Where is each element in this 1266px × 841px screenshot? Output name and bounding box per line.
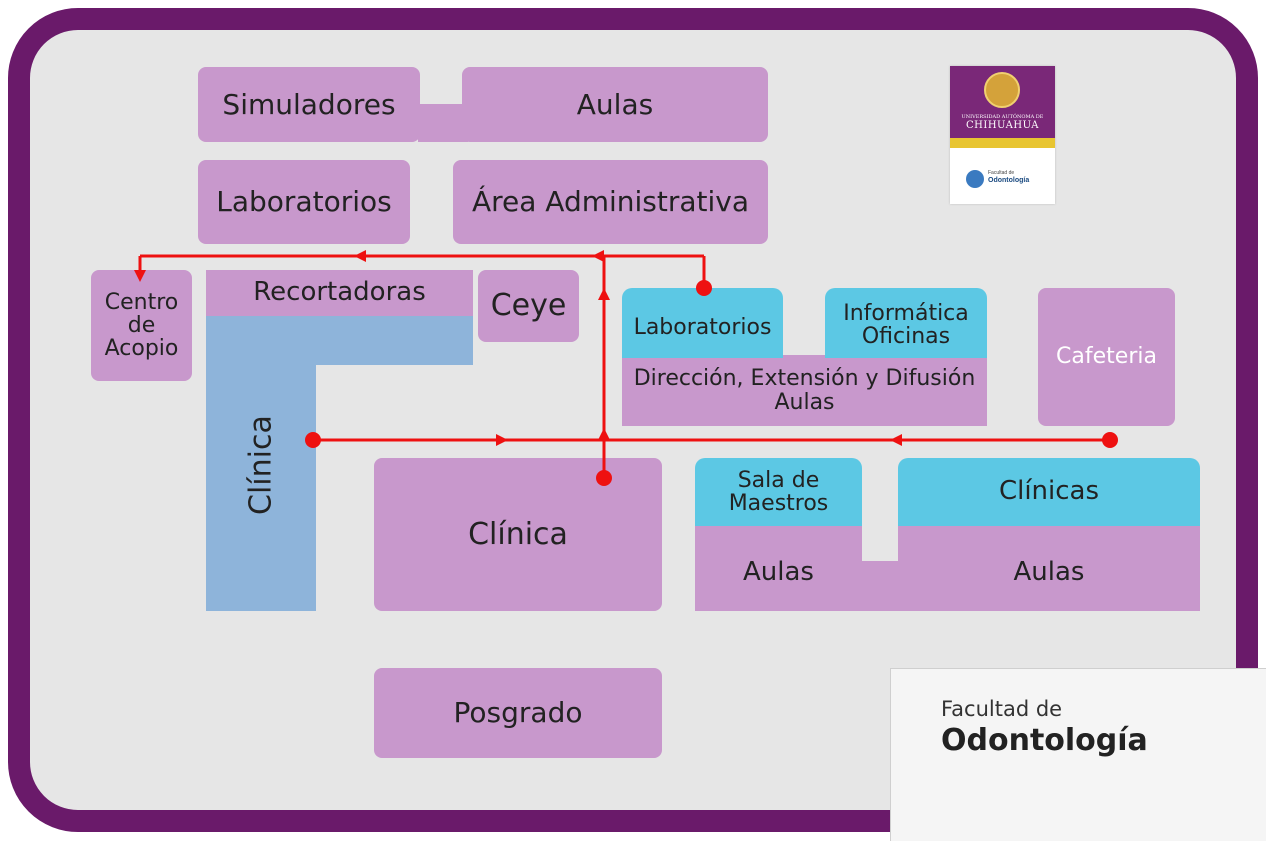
room-direccion[interactable]: Dirección, Extensión y Difusión Aulas (622, 355, 987, 426)
university-name: UNIVERSIDAD AUTÓNOMA DE CHIHUAHUA (952, 114, 1053, 131)
room-aulas-top[interactable]: Aulas (462, 67, 768, 142)
room-cafeteria[interactable]: Cafeteria (1038, 288, 1175, 426)
room-clinica-vertical-label: Clínica (243, 415, 279, 515)
faculty-card-title: Odontología (941, 723, 1148, 758)
room-aulas-right[interactable]: Aulas (1013, 557, 1085, 588)
gap-connector (862, 524, 898, 561)
university-name-big: CHIHUAHUA (966, 120, 1039, 131)
room-clinica-center[interactable]: Clínica (374, 458, 662, 611)
university-name-small: UNIVERSIDAD AUTÓNOMA DE (961, 114, 1044, 120)
room-clinicas[interactable]: Clínicas (898, 458, 1200, 526)
room-area-administrativa[interactable]: Área Administrativa (453, 160, 768, 244)
room-sala-maestros[interactable]: Sala de Maestros (695, 458, 862, 526)
odontologia-icon (966, 170, 984, 188)
room-aulas-left[interactable]: Aulas (743, 557, 814, 588)
logo-gold-stripe (950, 138, 1055, 148)
aulas-block (695, 524, 1200, 611)
seal-icon (984, 72, 1020, 108)
room-informatica-oficinas[interactable]: Informática Oficinas (825, 288, 987, 358)
faculty-card-small: Facultad de (941, 697, 1063, 721)
room-recortadoras[interactable]: Recortadoras (206, 270, 473, 316)
logo-header: UNIVERSIDAD AUTÓNOMA DE CHIHUAHUA (950, 66, 1055, 138)
room-laboratorios-top[interactable]: Laboratorios (198, 160, 410, 244)
logo-faculty-big: Odontología (988, 177, 1030, 184)
room-laboratorios-mid[interactable]: Laboratorios (622, 288, 783, 358)
room-simuladores[interactable]: Simuladores (198, 67, 420, 142)
faculty-card: Facultad de Odontología (890, 668, 1266, 841)
room-centro-acopio[interactable]: Centro de Acopio (91, 270, 192, 381)
logo-faculty-small: Facultad de (988, 170, 1015, 176)
room-ceye[interactable]: Ceye (478, 270, 579, 342)
room-posgrado[interactable]: Posgrado (374, 668, 662, 758)
room-connector (418, 104, 468, 142)
university-logo: UNIVERSIDAD AUTÓNOMA DE CHIHUAHUA Facult… (950, 66, 1055, 204)
